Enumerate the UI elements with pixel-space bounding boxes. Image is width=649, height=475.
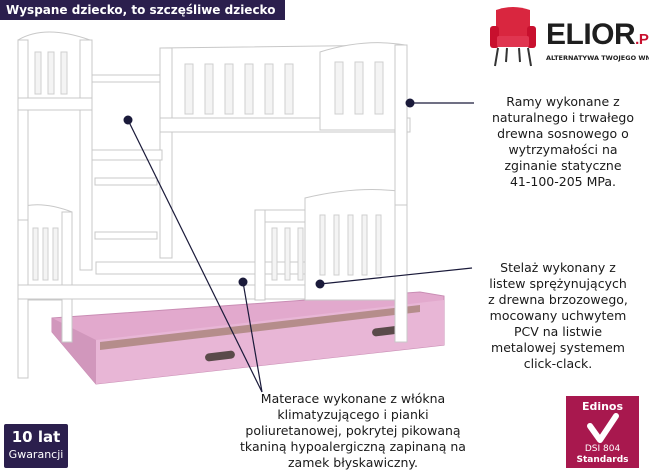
callout-line: klimatyzującego i pianki [277,407,429,422]
logo-brand: ELIOR [546,18,636,51]
checkmark-icon [587,413,619,443]
leader-lines [127,102,474,393]
callout-line: mocowany uchwytem [489,308,627,323]
pointer-dot-mattress-upper [123,115,133,125]
edinos-number: 804 [603,444,621,454]
pointer-dot-slats [315,279,325,289]
callout-line: zamek błyskawiczny. [287,455,419,470]
drawer-handle-right [372,325,402,337]
upper-bed-slats [34,51,384,115]
callout-line: click-clack. [523,356,593,371]
callout-line: listew sprężynujących [489,276,627,291]
callout-line: PCV na listwie [513,324,603,339]
edinos-standards: Standards [576,455,629,465]
callout-line: 41-100-205 MPa. [509,174,616,189]
pointer-dot-frame [405,98,415,108]
armchair-icon [490,7,536,67]
callout-line: drewna sosnowego o [497,126,629,141]
callout-line: zginanie statyczne [504,158,622,173]
guarantee-years: 10 lat [11,428,61,446]
callout-mattress: Materace wykonane z włókna klimatyzujące… [220,391,486,471]
callout-line: Stelaż wykonany z [500,260,616,275]
callout-line: naturalnego i trwałego [491,110,635,125]
edinos-badge: Edinos DSI 804 Standards [566,396,639,468]
storage-drawer [51,291,445,385]
lower-bed-slats [32,214,382,281]
guarantee-label: Gwarancji [8,448,64,461]
edinos-name: Edinos [581,400,624,413]
callout-line: poliuretanowej, pokrytej pikowaną [245,423,461,438]
callout-line: Ramy wykonane z [506,94,620,109]
callout-slats: Stelaż wykonany z listew sprężynujących … [472,260,644,372]
callout-line: z drewna brzozowego, [488,292,628,307]
callout-line: Materace wykonane z włókna [260,391,446,406]
callout-line: metalowej systemem [491,340,625,355]
callout-line: wytrzymałości na [508,142,618,157]
slogan-banner: Wyspane dziecko, to szczęśliwe dziecko [0,0,286,20]
guarantee-badge: 10 lat Gwarancji [4,424,68,468]
logo-tagline: ALTERNATYWA TWOJEGO WNĘTRZA [546,54,649,62]
ladder [91,74,161,240]
pointer-dot-mattress-lower [238,277,248,287]
logo-suffix: .PL [635,31,649,48]
edinos-dsi-label: DSI [584,444,601,454]
logo-wordmark: ELIOR.PL [546,20,649,55]
callout-line: tkaniną hypoalergiczną zapinaną na [240,439,466,454]
drawer-handle-left [205,350,235,362]
callout-frame: Ramy wykonane z naturalnego i trwałego d… [473,94,649,190]
edinos-dsi: DSI 804 [566,444,639,454]
elior-logo: ELIOR.PL ALTERNATYWA TWOJEGO WNĘTRZA [488,4,649,74]
slogan-text: Wyspane dziecko, to szczęśliwe dziecko [6,3,276,17]
